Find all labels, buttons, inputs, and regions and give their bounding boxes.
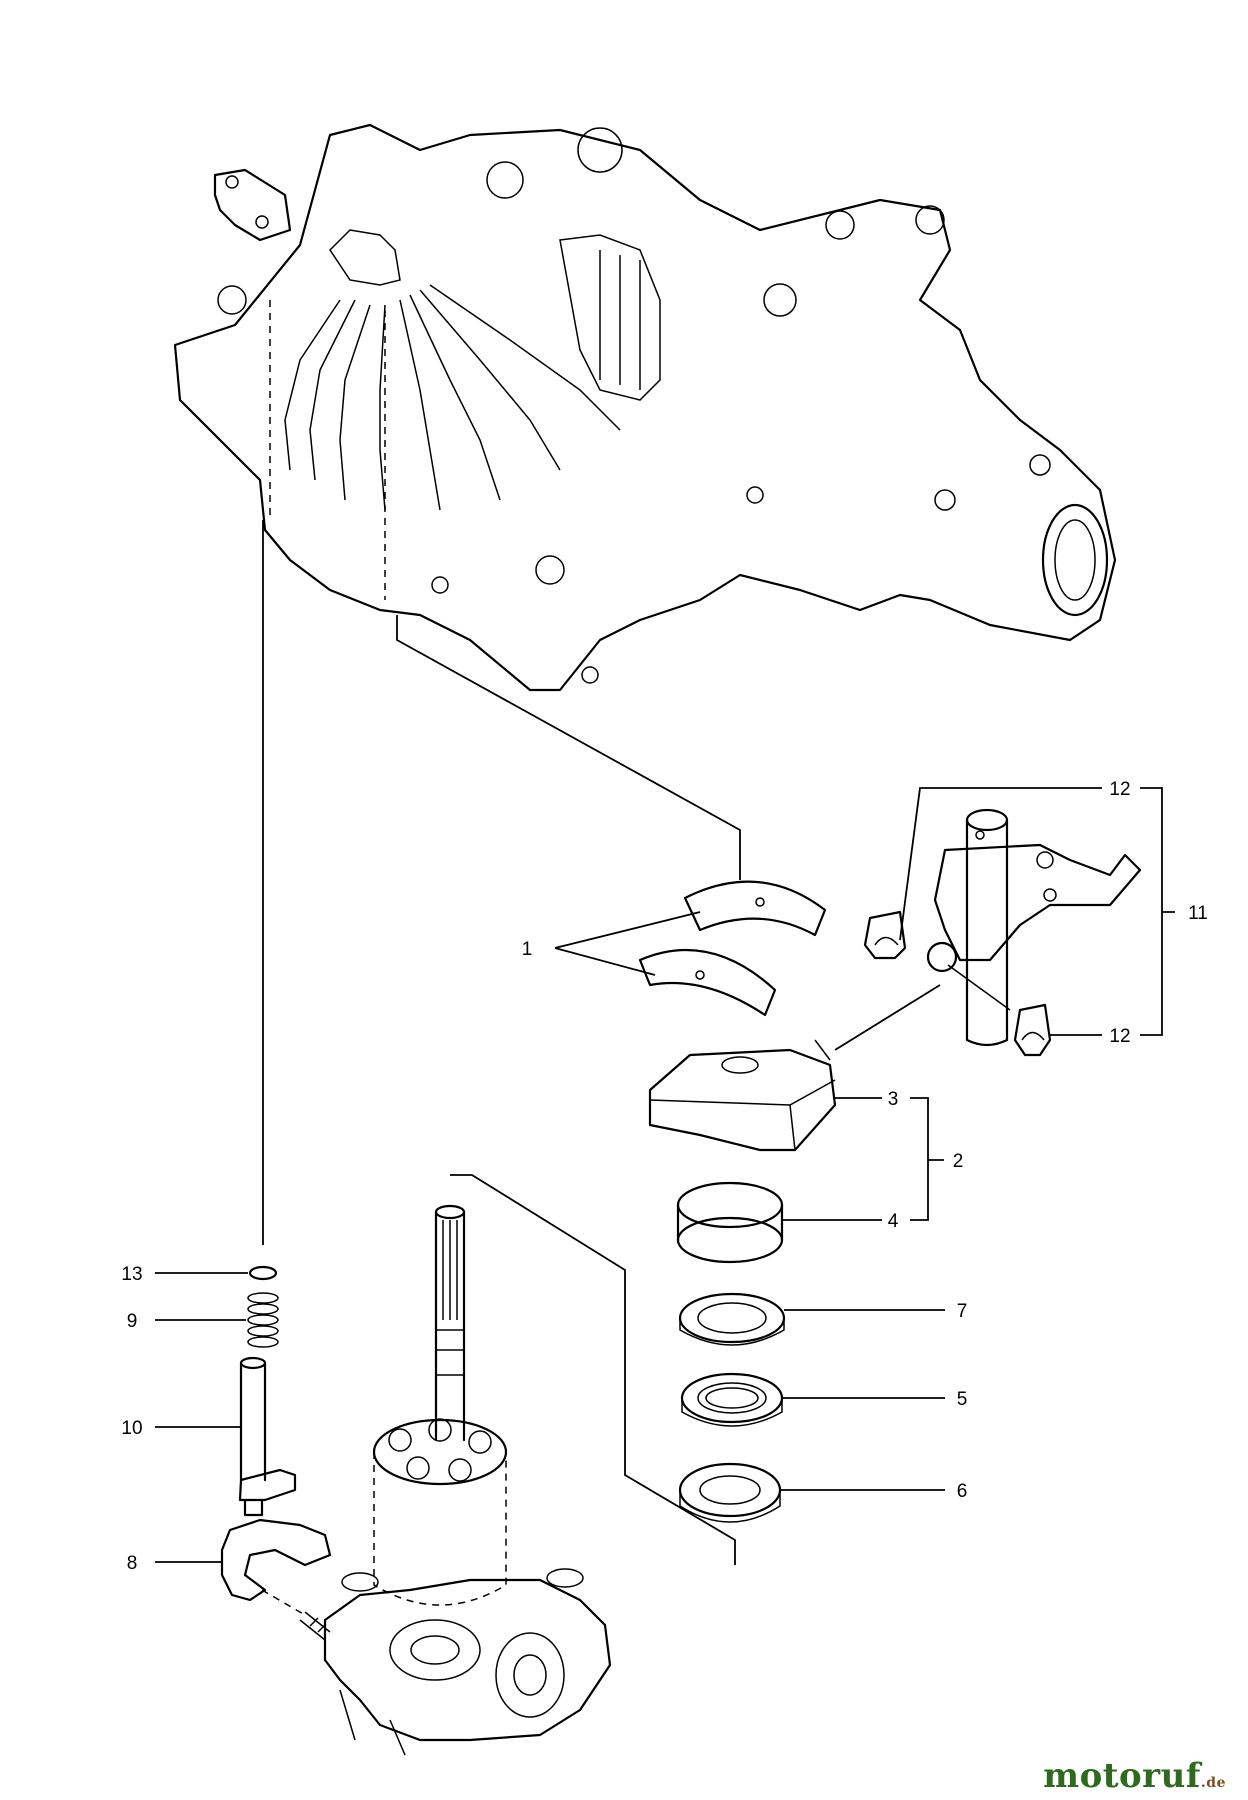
leader-12-upper xyxy=(899,787,1102,941)
pump-shaft xyxy=(434,1204,466,1442)
callout-labels: 1 2 3 4 5 6 7 8 9 10 11 12 12 13 xyxy=(121,779,1207,1574)
callout-12-upper: 12 xyxy=(1109,779,1130,800)
bracket-11 xyxy=(1140,787,1175,1036)
alignment-line-housing xyxy=(396,615,741,880)
watermark-logo: motoruf.de xyxy=(1043,1756,1226,1796)
callout-7: 7 xyxy=(957,1301,968,1322)
slide-block-upper xyxy=(863,910,907,960)
callout-13: 13 xyxy=(121,1264,142,1285)
control-arm-assembly xyxy=(926,808,1142,1047)
charge-pump-housing xyxy=(323,1568,612,1756)
callout-1: 1 xyxy=(522,939,533,960)
leader-1 xyxy=(554,911,701,976)
transaxle-housing xyxy=(173,123,1117,692)
valve-spool xyxy=(238,1356,297,1517)
screw-plug xyxy=(299,1611,331,1641)
callout-12-lower: 12 xyxy=(1109,1026,1130,1047)
bracket-2 xyxy=(910,1097,944,1221)
callout-6: 6 xyxy=(957,1481,968,1502)
callout-5: 5 xyxy=(957,1389,968,1410)
o-ring xyxy=(248,1265,278,1281)
ring-4 xyxy=(676,1181,784,1264)
callout-8: 8 xyxy=(127,1553,138,1574)
ring-5 xyxy=(680,1372,784,1427)
link-swashplate-arm xyxy=(834,984,941,1051)
callout-9: 9 xyxy=(127,1311,138,1332)
ring-7 xyxy=(678,1292,786,1346)
thrust-bearing-lower xyxy=(638,948,777,1017)
neutral-arm xyxy=(220,1518,332,1602)
spring xyxy=(247,1292,279,1348)
slide-block-lower xyxy=(1013,1003,1052,1057)
watermark-suffix: .de xyxy=(1200,1775,1226,1791)
ring-6 xyxy=(678,1462,782,1523)
watermark-brand: motoruf xyxy=(1043,1756,1201,1796)
thrust-bearing-upper xyxy=(683,880,827,937)
callout-11: 11 xyxy=(1188,903,1208,924)
callout-3: 3 xyxy=(888,1089,899,1110)
callout-4: 4 xyxy=(888,1211,899,1232)
cylinder-block xyxy=(372,1418,508,1606)
screw-axis xyxy=(261,1589,306,1616)
callout-2: 2 xyxy=(953,1151,964,1172)
bracket-pump xyxy=(450,1174,736,1565)
swash-plate xyxy=(648,1039,837,1152)
callout-10: 10 xyxy=(121,1418,142,1439)
